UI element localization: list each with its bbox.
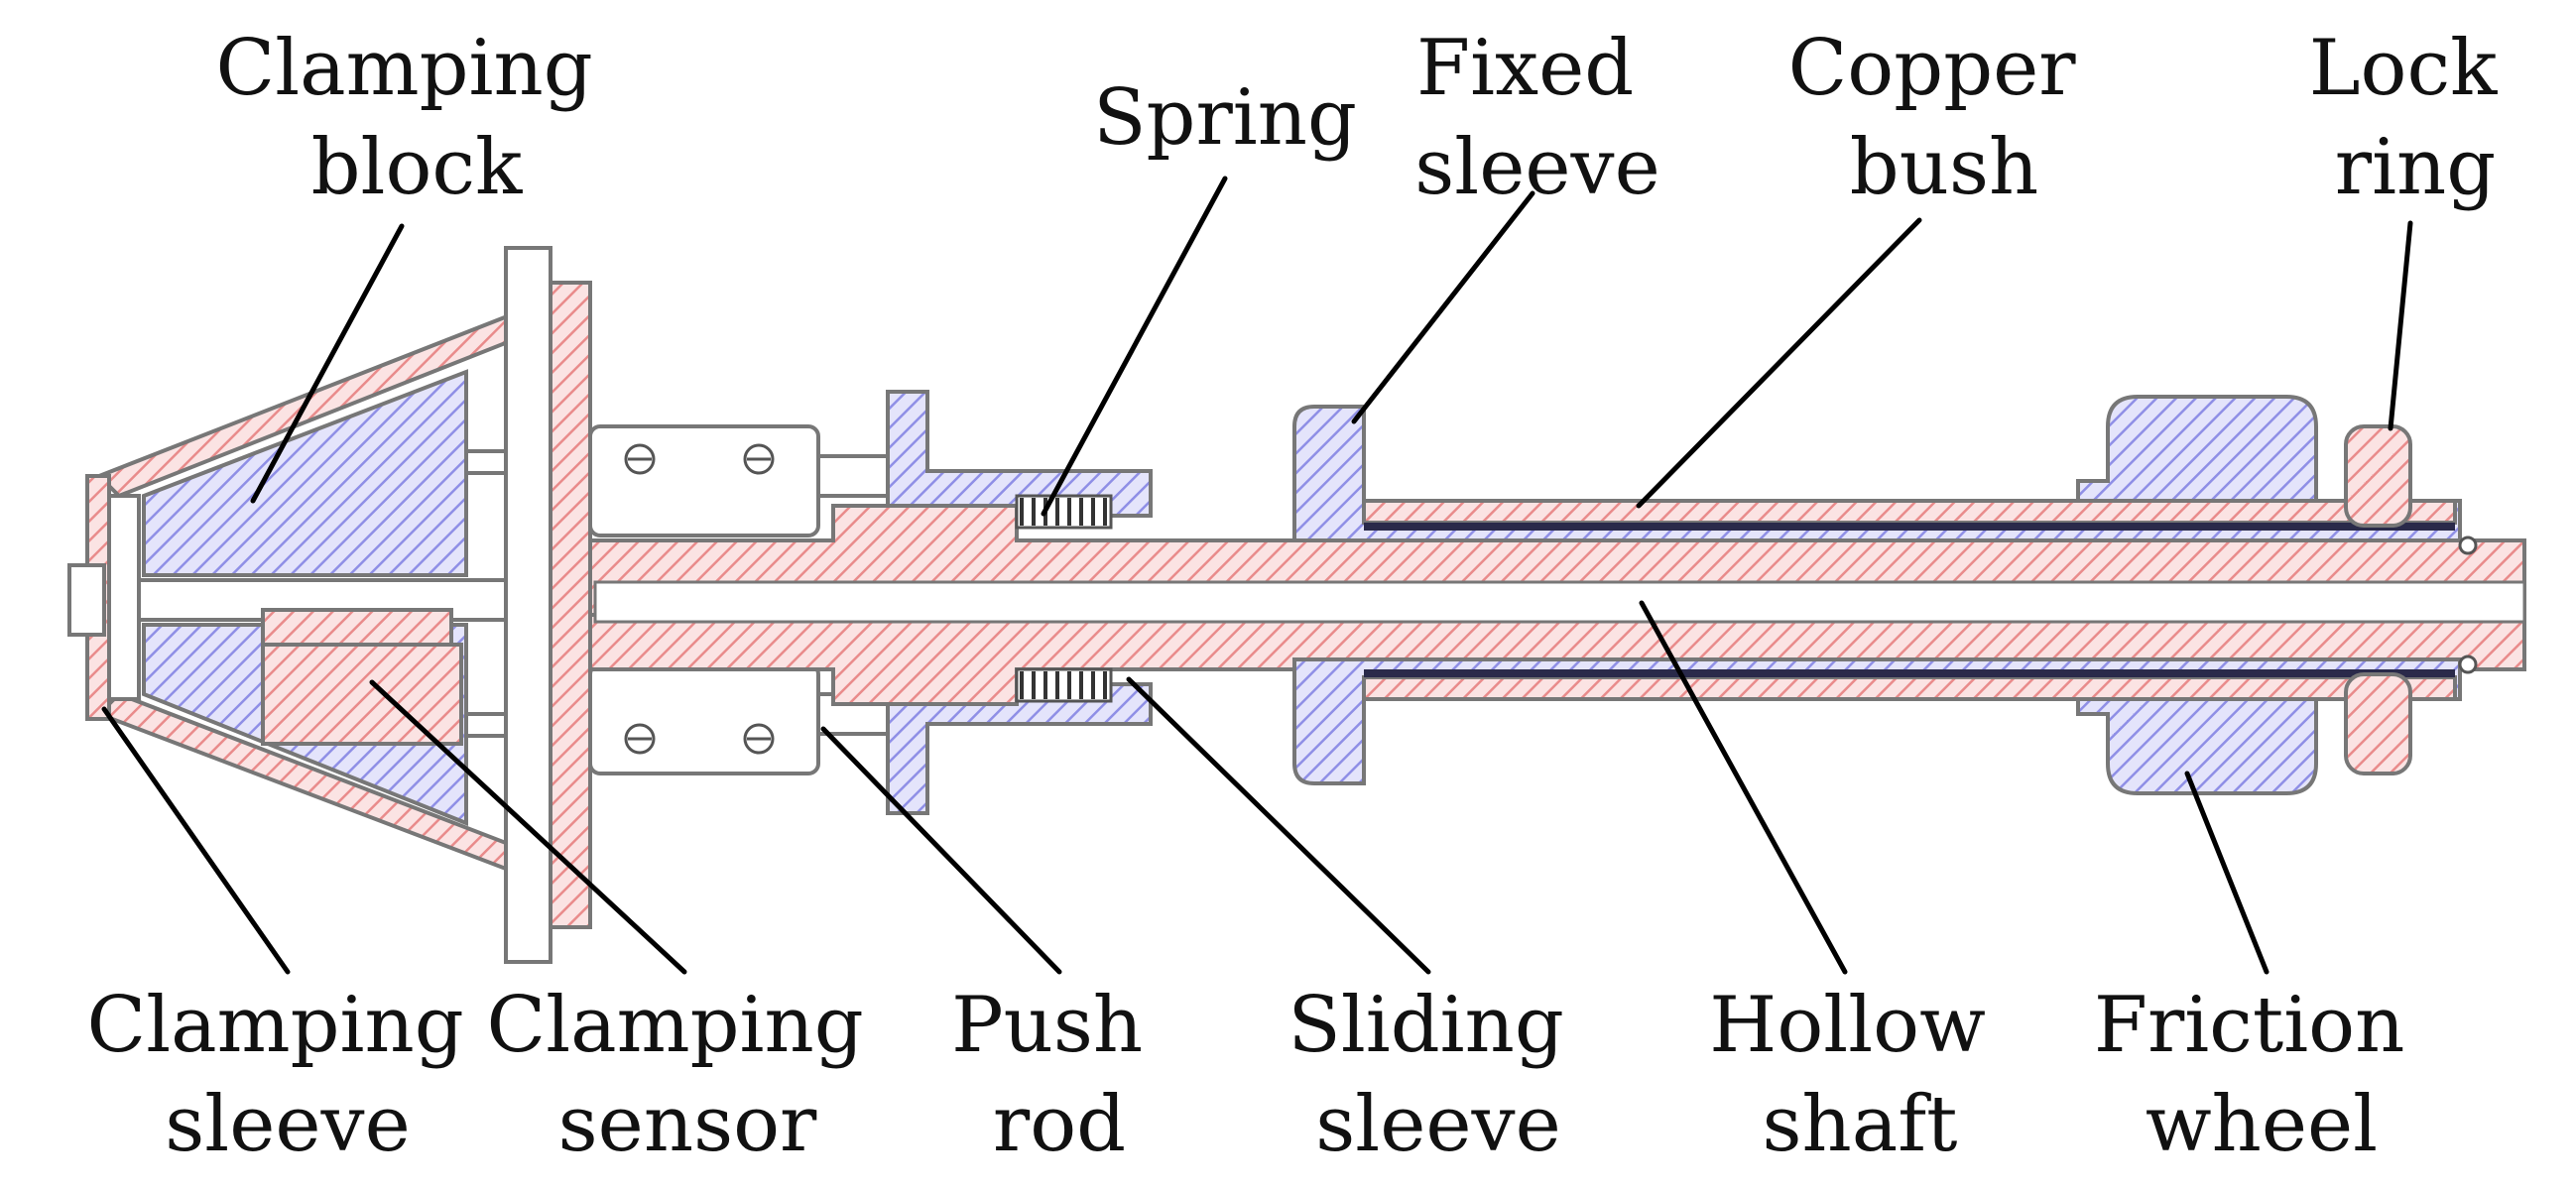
leader-line bbox=[250, 223, 405, 504]
label-copper-bush: Copper bush bbox=[1788, 24, 2101, 212]
label-fixed-sleeve: Fixed sleeve bbox=[1414, 24, 1660, 212]
push-rod-housing bbox=[588, 424, 890, 775]
label-hollow-shaft: Hollow shaft bbox=[1709, 981, 2010, 1169]
screw-icon bbox=[743, 443, 775, 475]
label-friction-wheel: Friction wheel bbox=[2094, 981, 2429, 1169]
leader-line bbox=[369, 679, 687, 975]
leader-lines bbox=[101, 176, 2413, 975]
flange-plate bbox=[504, 246, 592, 964]
label-push-rod: Push rod bbox=[951, 981, 1167, 1169]
label-clamping-sensor: Clamping sensor bbox=[487, 981, 889, 1169]
leader-line bbox=[1639, 600, 1848, 975]
label-lock-ring: Lock ring bbox=[2309, 24, 2522, 212]
leader-line bbox=[101, 706, 291, 975]
clamping-sensor-part bbox=[261, 608, 463, 746]
screw-icon bbox=[624, 443, 656, 475]
screw-icon bbox=[743, 723, 775, 755]
label-clamping-sleeve: Clamping sleeve bbox=[87, 981, 489, 1169]
clamping-sleeve-part bbox=[85, 295, 574, 891]
label-clamping-block: Clamping block bbox=[216, 24, 618, 212]
leader-line bbox=[1041, 176, 1228, 517]
end-cap bbox=[67, 494, 141, 701]
spring-part bbox=[1015, 494, 1113, 703]
leader-line bbox=[2388, 220, 2413, 431]
leader-line bbox=[820, 726, 1062, 975]
lock-ring-part bbox=[2344, 424, 2412, 775]
screw-icon bbox=[624, 723, 656, 755]
leader-line bbox=[2184, 771, 2269, 975]
shaft-end-pin bbox=[2458, 536, 2478, 674]
label-spring: Spring bbox=[1093, 73, 1357, 163]
leader-line bbox=[1636, 217, 1922, 509]
labels: Clamping block Spring Fixed sleeve Coppe… bbox=[87, 24, 2522, 1169]
label-sliding-sleeve: Sliding sleeve bbox=[1288, 981, 1588, 1169]
friction-wheel-part bbox=[2076, 395, 2318, 795]
leader-line bbox=[1126, 676, 1431, 975]
leader-line bbox=[1351, 190, 1535, 424]
